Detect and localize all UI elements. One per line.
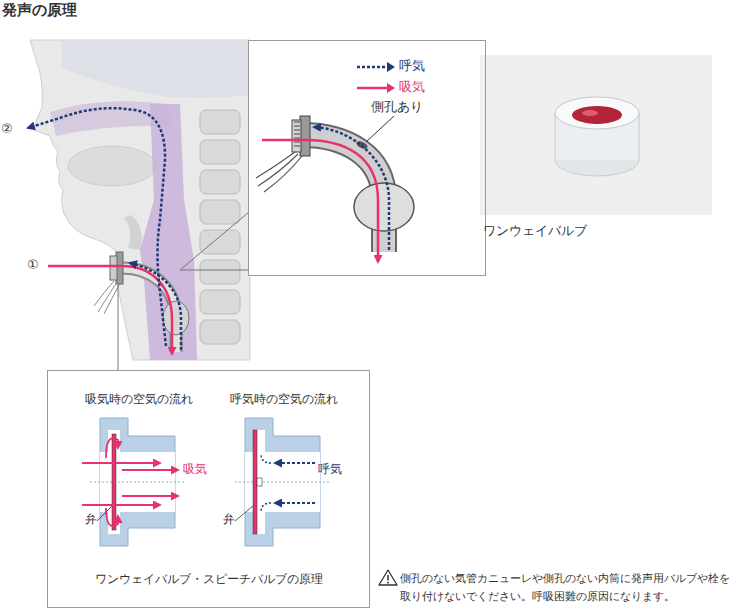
callout-number: ① — [27, 257, 39, 274]
principle-box: 吸気時の空気の流れ 呼気時の空気の流れワンウェイバルブ・スピーチバルブの原理 — [47, 370, 370, 608]
legend-sample-head — [387, 62, 395, 72]
valve-photo — [555, 97, 639, 129]
inset-illustration — [248, 40, 486, 276]
warning-icon — [387, 575, 389, 581]
valve-cross-section — [106, 438, 118, 458]
head-anatomy — [200, 170, 240, 194]
inset-illustration — [262, 140, 378, 262]
valve-cross-section — [275, 502, 315, 504]
diagram-title: 発声の原理 — [2, 1, 77, 20]
valve-cross-section — [122, 469, 178, 471]
leader-line — [97, 506, 112, 521]
head-anatomy — [200, 320, 240, 344]
inset-illustration — [256, 152, 302, 192]
tracheostomy-tube — [94, 281, 120, 314]
valve-photo — [572, 106, 622, 124]
leader-line — [180, 212, 249, 270]
panel-heading: 吸気時の空気の流れ — [85, 392, 193, 407]
part-label: 弁 — [85, 512, 97, 528]
valve-photo — [480, 55, 712, 215]
inset-illustration — [314, 127, 389, 250]
valve-cross-section — [261, 503, 271, 512]
valve-cross-section — [82, 504, 160, 506]
head-anatomy — [30, 40, 250, 360]
box-caption: ワンウェイバルブ・スピーチバルブの原理 — [48, 572, 369, 588]
photo-caption: ワンウェイバルブ — [483, 223, 587, 240]
valve-cross-section — [122, 495, 178, 497]
valve-cross-section — [235, 418, 330, 546]
photo-box: ワンウェイバルブ — [480, 55, 712, 215]
panel-heading: 呼気時の空気の流れ — [230, 392, 338, 407]
warning-note: 側孔のない気管カニューレや側孔のない内筒に発声用バルブや栓を取り付けないでくださ… — [400, 570, 730, 606]
head-anatomy — [200, 290, 240, 314]
valve-photo — [582, 110, 598, 116]
head-anatomy — [62, 40, 250, 98]
air-flow-arrow — [130, 263, 181, 350]
callout-number: ② — [1, 121, 13, 138]
air-flow-arrow — [28, 108, 166, 346]
head-anatomy — [200, 140, 240, 164]
part-label: 弁 — [223, 512, 235, 528]
head-anatomy — [68, 146, 156, 186]
leader-line — [180, 270, 249, 271]
head-anatomy — [200, 230, 240, 254]
legend-sample-head — [387, 83, 395, 93]
legend-text: 吸気 — [399, 78, 425, 96]
warning-icon — [379, 570, 397, 585]
inset-illustration — [294, 122, 300, 146]
inset-illustration — [366, 116, 394, 142]
valve-cross-section — [261, 454, 271, 463]
head-anatomy — [200, 200, 240, 224]
part-label: 側孔あり — [371, 99, 423, 116]
valve-cross-section — [82, 462, 160, 464]
legend-text: 呼気 — [399, 57, 425, 75]
head-anatomy — [30, 40, 250, 360]
inset-illustration — [292, 120, 301, 152]
inset-illustration — [354, 183, 414, 231]
warning-icon — [387, 582, 389, 584]
inset-illustration — [248, 40, 486, 276]
valve-photo — [480, 55, 712, 215]
head-anatomy — [124, 215, 142, 250]
tracheostomy-tube — [110, 256, 117, 280]
valve-cross-section — [90, 482, 185, 483]
legend-sample-line — [357, 87, 388, 90]
air-flow-arrow — [48, 266, 172, 354]
valve-photo — [555, 113, 556, 160]
head-anatomy — [200, 110, 240, 134]
valve-cross-section — [235, 482, 330, 483]
flow-label: 呼気 — [318, 462, 342, 478]
leader-line — [235, 506, 253, 521]
legend-sample-line — [357, 66, 388, 69]
valve-photo — [639, 113, 640, 160]
leader-line — [118, 285, 119, 371]
leader-line — [118, 212, 249, 371]
flow-label: 吸気 — [183, 462, 207, 478]
legend-sample — [356, 82, 396, 94]
head-anatomy — [140, 104, 197, 360]
air-flow-arrow — [28, 108, 181, 354]
head-anatomy — [200, 260, 240, 284]
valve-cross-section — [253, 430, 257, 534]
tracheostomy-tube — [163, 301, 189, 335]
inset-box: 側孔あり — [248, 40, 486, 276]
legend-sample — [356, 61, 396, 73]
warning-icon — [379, 570, 397, 585]
valve-cross-section — [112, 434, 116, 530]
valve-cross-section — [82, 418, 185, 546]
valve-cross-section — [275, 462, 315, 464]
valve-cross-section — [257, 478, 262, 486]
